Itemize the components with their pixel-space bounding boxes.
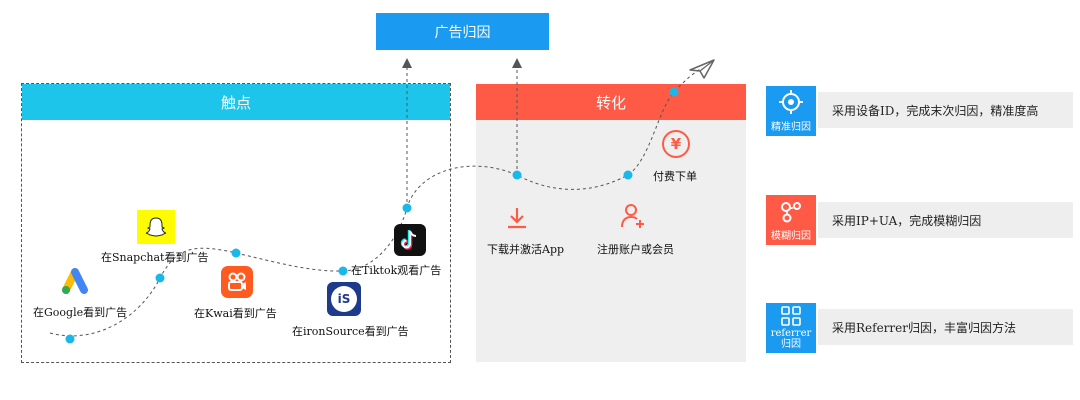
arrow-head-tiktok [402, 58, 412, 68]
kwai-icon [221, 266, 253, 298]
yen-icon: ¥ [662, 130, 690, 158]
method-referrer-description: 采用Referrer归因，丰富归因方法 [818, 309, 1073, 345]
conversion-panel [476, 120, 746, 362]
touchpoint-label-google: 在Google看到广告 [33, 306, 128, 319]
touchpoint-label-tiktok: 在Tiktok观看广告 [351, 264, 442, 277]
method-referrer-name-2: 归因 [781, 339, 801, 350]
method-referrer-icon-box: referrer 归因 [766, 303, 816, 353]
flow-dot [338, 266, 348, 276]
method-fuzzy-description: 采用IP+UA，完成模糊归因 [818, 202, 1073, 238]
method-fuzzy-icon-box: 模糊归因 [766, 195, 816, 245]
touchpoint-label-kwai: 在Kwai看到广告 [194, 307, 277, 320]
method-precise-description: 采用设备ID，完成末次归因，精准度高 [818, 92, 1073, 128]
flow-dot [512, 170, 522, 180]
conversion-label-register: 注册账户或会员 [597, 243, 674, 256]
google-ads-icon [58, 266, 92, 296]
conversion-title: 转化 [595, 93, 626, 112]
flow-dot [402, 203, 412, 213]
download-icon [503, 204, 531, 232]
tiktok-icon [394, 224, 426, 256]
flow-dot [623, 170, 633, 180]
conversion-label-download: 下载并激活App [487, 243, 565, 256]
method-precise-name: 精准归因 [771, 122, 811, 133]
touchpoint-header: 触点 [22, 84, 450, 120]
touchpoint-label-ironsource: 在ironSource看到广告 [292, 325, 409, 338]
nodes-icon [781, 202, 801, 223]
flow-path [49, 67, 703, 337]
flow-dot [231, 248, 241, 258]
flow-dot [65, 334, 75, 344]
method-referrer-text: 采用Referrer归因，丰富归因方法 [832, 320, 1016, 335]
ad-attribution-box: 广告归因 [376, 13, 549, 50]
method-precise-icon-box: 精准归因 [766, 86, 816, 136]
paper-plane-icon [689, 59, 715, 79]
snapchat-icon [137, 210, 175, 244]
method-precise-text: 采用设备ID，完成末次归因，精准度高 [832, 103, 1039, 118]
method-fuzzy-name: 模糊归因 [771, 231, 811, 242]
method-fuzzy-text: 采用IP+UA，完成模糊归因 [832, 213, 982, 228]
grid-icon [781, 306, 801, 326]
crosshair-icon [779, 90, 803, 114]
touchpoint-label-snapchat: 在Snapchat看到广告 [101, 251, 209, 264]
flow-dot [669, 87, 679, 97]
conversion-header: 转化 [476, 84, 746, 120]
method-referrer-name-1: referrer [770, 328, 812, 339]
ironsource-icon: iS [327, 282, 361, 316]
ad-attribution-title: 广告归因 [434, 24, 491, 41]
add-user-icon [617, 200, 649, 232]
touchpoint-frame [21, 83, 451, 363]
arrow-head-download [512, 58, 522, 68]
conversion-label-pay: 付费下单 [653, 170, 697, 183]
touchpoint-title: 触点 [220, 93, 251, 112]
flow-dot [155, 273, 165, 283]
